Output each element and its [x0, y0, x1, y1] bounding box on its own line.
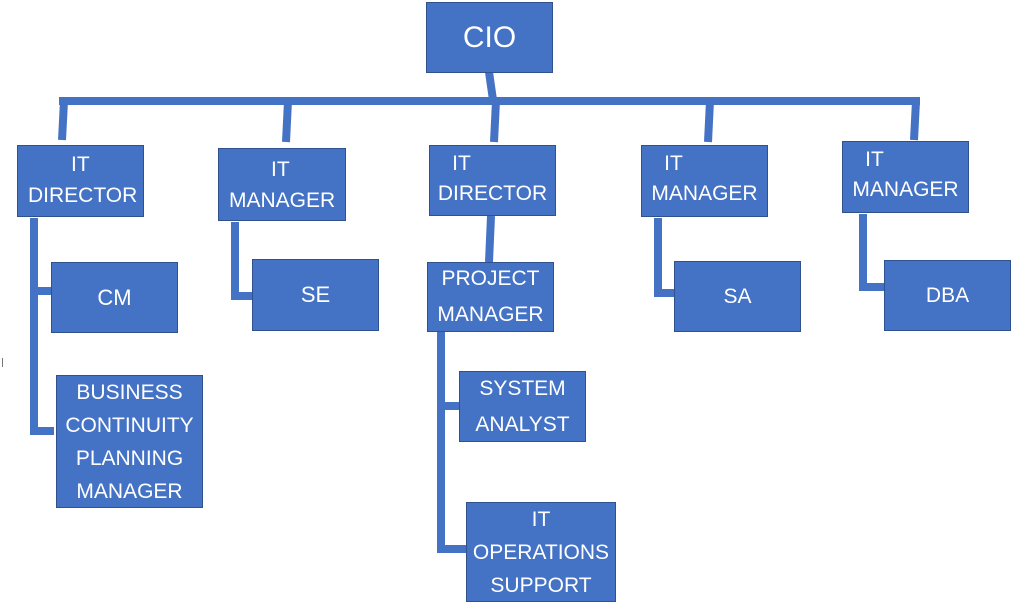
org-node-bcp-manager: BUSINESS CONTINUITY PLANNING MANAGER [56, 375, 203, 508]
org-node-it-director-1-line-2: DIRECTOR [28, 184, 138, 207]
org-node-it-director-2: IT DIRECTOR [429, 145, 556, 216]
org-node-system-analyst-line-1: SYSTEM [479, 376, 566, 400]
org-node-bcp-manager-line-4: MANAGER [76, 479, 183, 503]
org-node-dba-label: DBA [925, 283, 970, 307]
connector-bus-to-head-3 [490, 100, 500, 143]
connector-bus-to-head-1 [58, 100, 68, 141]
org-node-system-analyst: SYSTEM ANALYST [459, 371, 586, 442]
org-node-it-manager-3: IT MANAGER [842, 141, 969, 213]
connector-cio-to-bus [485, 71, 497, 101]
org-node-it-manager-2-line-1: IT [664, 152, 683, 175]
org-node-it-director-2-line-2: DIRECTOR [437, 182, 548, 205]
org-node-it-manager-2: IT MANAGER [641, 145, 768, 217]
org-node-it-manager-3-line-1: IT [865, 148, 884, 171]
org-node-sa: SA [674, 261, 801, 332]
org-node-it-director-2-line-1: IT [452, 152, 471, 175]
org-node-sa-label: SA [723, 284, 752, 308]
org-node-dba: DBA [884, 260, 1011, 331]
org-node-it-operations-support-line-1: IT [531, 507, 551, 531]
org-node-bcp-manager-line-1: BUSINESS [76, 380, 183, 404]
connector-head-3-to-pm [485, 215, 495, 263]
org-node-cio-label: CIO [462, 20, 517, 54]
org-node-project-manager: PROJECT MANAGER [427, 262, 554, 332]
stray-tick-mark [2, 358, 3, 367]
org-node-se-label: SE [300, 282, 331, 307]
connector-bus-to-head-2 [282, 100, 292, 143]
org-node-it-manager-1: IT MANAGER [218, 148, 346, 221]
org-node-it-manager-1-line-2: MANAGER [229, 189, 336, 212]
org-node-cm-label: CM [97, 284, 132, 310]
connector-bus-to-head-4 [704, 100, 714, 143]
org-node-project-manager-line-1: PROJECT [441, 267, 540, 290]
connector-head-4-to-sa [654, 218, 674, 297]
org-node-it-director-1: IT DIRECTOR [17, 145, 144, 217]
org-node-it-director-1-line-1: IT [71, 153, 90, 176]
org-node-system-analyst-line-2: ANALYST [475, 412, 570, 436]
connector-head-2-to-se [231, 222, 252, 300]
org-node-it-manager-3-line-2: MANAGER [852, 178, 959, 201]
connector-bus-to-head-5 [910, 100, 920, 141]
org-node-project-manager-line-2: MANAGER [437, 303, 544, 326]
org-node-bcp-manager-line-2: CONTINUITY [65, 413, 194, 437]
org-node-cm: CM [51, 262, 178, 333]
org-node-cio: CIO [426, 2, 553, 73]
org-node-it-operations-support-line-2: OPERATIONS [472, 540, 610, 564]
connector-head-5-to-dba [859, 214, 884, 291]
org-node-se: SE [252, 259, 379, 331]
org-node-it-operations-support-line-3: SUPPORT [490, 573, 592, 597]
org-node-it-manager-1-line-1: IT [271, 158, 290, 181]
org-node-it-operations-support: IT OPERATIONS SUPPORT [466, 502, 616, 602]
org-node-it-manager-2-line-2: MANAGER [651, 182, 758, 205]
org-node-bcp-manager-line-3: PLANNING [75, 446, 184, 470]
